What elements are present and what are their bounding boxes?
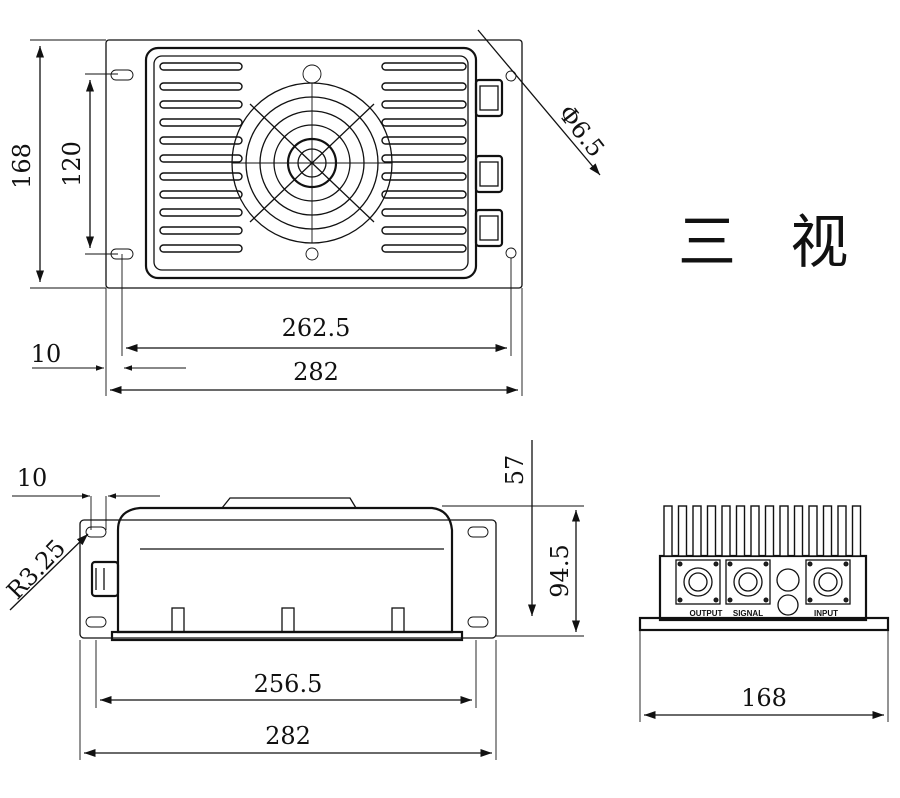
side-base-rail	[110, 630, 464, 642]
side-slot-left-bottom	[85, 616, 107, 628]
fin-left-9	[159, 208, 243, 217]
end-fin-7	[750, 505, 760, 557]
end-fin-10	[793, 505, 804, 557]
fin-right-11	[381, 244, 467, 253]
top-connector-output	[474, 78, 504, 118]
dim-top-57: 57	[501, 455, 529, 486]
top-housing-inner	[153, 55, 469, 271]
end-fin-2	[677, 505, 688, 557]
end-heatsink-fins	[663, 505, 862, 557]
fin-left-2	[159, 82, 243, 91]
label-output: OUTPUT	[690, 609, 723, 618]
dim-width-262-5: 262.5	[282, 314, 351, 342]
heatsink-fins	[159, 62, 467, 253]
end-fin-6	[735, 505, 746, 557]
dim-offset-10-side: 10	[17, 464, 48, 492]
end-fin-11	[808, 505, 818, 557]
dim-width-282-side: 282	[265, 722, 311, 750]
side-connector	[90, 560, 120, 598]
dim-hole-diameter: Φ6.5	[552, 100, 610, 163]
dim-width-168-end: 168	[741, 684, 787, 712]
fin-left-8	[159, 190, 243, 199]
top-view: 168 120 Φ6.5 262.5 10 282	[8, 29, 610, 396]
fin-right-6	[381, 154, 467, 163]
end-fin-13	[837, 505, 847, 557]
fin-right-10	[381, 226, 467, 235]
end-view: OUTPUT SIGNAL INPUT 168	[638, 505, 890, 722]
slot-hole-top-left	[110, 69, 134, 81]
dim-height-120: 120	[58, 141, 86, 187]
fin-left-1	[159, 62, 243, 71]
end-fin-9	[779, 505, 789, 557]
bottom-boss	[305, 247, 319, 261]
side-slot-left-top	[85, 526, 107, 538]
end-port-output	[675, 559, 721, 605]
side-foot-3	[391, 607, 405, 633]
fin-left-5	[159, 136, 243, 145]
dim-radius: R3.25	[1, 534, 71, 605]
fin-right-2	[381, 82, 467, 91]
end-fin-14	[851, 505, 862, 557]
dim-height-168: 168	[8, 143, 36, 189]
end-fin-5	[721, 505, 731, 557]
fin-right-8	[381, 190, 467, 199]
top-boss	[302, 64, 322, 84]
end-vent-plug	[776, 568, 800, 592]
side-view: 10 R3.25 57 94.5 256.5 282	[1, 440, 584, 760]
end-fin-8	[764, 505, 775, 557]
fin-left-4	[159, 118, 243, 127]
end-port-input	[805, 559, 851, 605]
fin-right-5	[381, 136, 467, 145]
dim-width-282-top: 282	[293, 358, 339, 386]
side-mounting-flange	[79, 519, 497, 639]
fin-left-11	[159, 244, 243, 253]
label-signal: SIGNAL	[733, 609, 763, 618]
drawing-title: 三 视 图	[678, 208, 900, 276]
dim-leader-hole-dia	[477, 29, 601, 176]
end-fin-4	[706, 505, 717, 557]
fin-right-4	[381, 118, 467, 127]
end-port-signal	[725, 559, 771, 605]
end-housing	[658, 554, 868, 622]
fin-right-9	[381, 208, 467, 217]
fan-guard	[231, 82, 393, 244]
side-slot-right-bottom	[467, 616, 489, 628]
top-mounting-plate	[105, 39, 523, 289]
label-input: INPUT	[814, 609, 838, 618]
fin-right-1	[381, 62, 467, 71]
fin-left-7	[159, 172, 243, 181]
end-vent-plug-lower	[777, 594, 799, 616]
fin-left-6	[159, 154, 243, 163]
side-housing	[116, 506, 454, 634]
top-connector-signal	[474, 154, 504, 194]
fin-right-3	[381, 100, 467, 109]
side-foot-2	[281, 607, 295, 633]
side-slot-right-top	[467, 526, 489, 538]
end-fin-3	[692, 505, 702, 557]
dim-height-94-5: 94.5	[546, 544, 574, 597]
fin-right-7	[381, 172, 467, 181]
top-connector-input	[474, 208, 504, 248]
fin-left-10	[159, 226, 243, 235]
end-base-plate	[638, 616, 890, 632]
side-foot-1	[171, 607, 185, 633]
fin-left-3	[159, 100, 243, 109]
dim-width-256-5: 256.5	[254, 670, 323, 698]
end-fin-1	[663, 505, 673, 557]
end-fin-12	[822, 505, 833, 557]
dim-offset-10-top: 10	[31, 340, 62, 368]
hole-bottom-right	[505, 247, 517, 259]
dim-leader-radius	[9, 533, 89, 611]
